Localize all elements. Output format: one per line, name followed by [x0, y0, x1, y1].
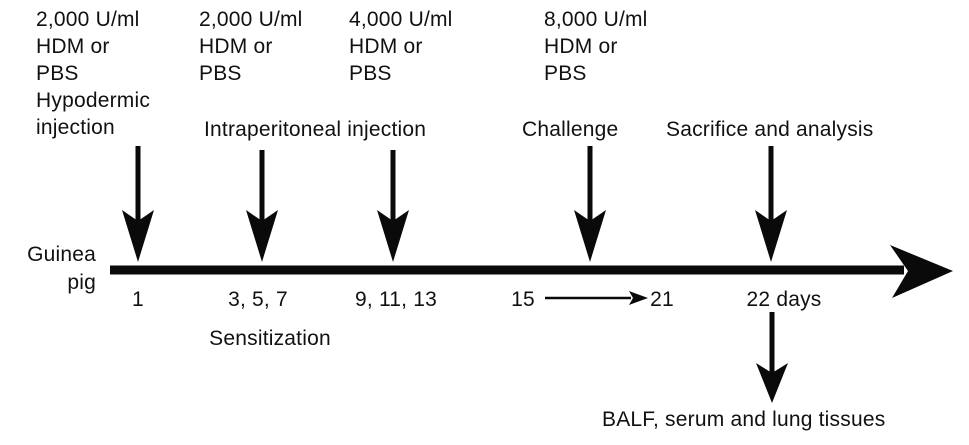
dose-vehicle: PBS [544, 62, 587, 85]
dose-amount: 2,000 U/ml [199, 8, 303, 31]
dose-amount: 4,000 U/ml [349, 8, 453, 31]
dose-agent: HDM or [544, 35, 618, 58]
day-label-22: 22 days [746, 288, 822, 311]
dose-block-day1: 2,000 U/ml HDM or PBS Hypodermic injecti… [36, 6, 150, 141]
dose-block-days357: 2,000 U/ml HDM or PBS [199, 6, 303, 87]
day-label-21: 21 [650, 288, 674, 311]
dose-block-day15: 8,000 U/ml HDM or PBS [544, 6, 648, 87]
event-arrow-sacrifice [755, 146, 787, 262]
dose-agent: HDM or [199, 35, 273, 58]
dose-amount: 2,000 U/ml [36, 8, 140, 31]
intraperitoneal-injection-label: Intraperitoneal injection [204, 118, 427, 141]
timeline-arrowhead-icon [890, 245, 953, 298]
event-arrow-challenge [574, 146, 606, 262]
subject-label-line2: pig [67, 271, 96, 294]
day-label-9-11-13: 9, 11, 13 [355, 288, 437, 311]
subject-label: Guinea pig [6, 241, 96, 297]
sacrifice-analysis-label: Sacrifice and analysis [666, 118, 874, 141]
event-arrow-days357 [246, 150, 278, 262]
dose-block-days91113: 4,000 U/ml HDM or PBS [349, 6, 453, 87]
dose-agent: HDM or [349, 35, 423, 58]
dose-amount: 8,000 U/ml [544, 8, 648, 31]
day15-to-21-arrow [545, 291, 648, 305]
event-arrow-days91113 [377, 150, 409, 262]
dose-vehicle: PBS [36, 62, 79, 85]
dose-route-line1: Hypodermic [36, 89, 151, 112]
dose-vehicle: PBS [349, 62, 392, 85]
event-arrow-day1 [122, 146, 154, 262]
outcome-arrow [756, 312, 788, 403]
dose-agent: HDM or [36, 35, 110, 58]
sensitization-phase-label: Sensitization [209, 327, 331, 350]
challenge-label: Challenge [522, 118, 619, 141]
dose-route-line2: injection [36, 116, 115, 139]
day-label-1: 1 [132, 288, 144, 311]
day-label-15: 15 [511, 288, 535, 311]
subject-label-line1: Guinea [27, 243, 96, 266]
outcome-label: BALF, serum and lung tissues [602, 408, 886, 431]
day-label-3-5-7: 3, 5, 7 [228, 288, 288, 311]
dose-vehicle: PBS [199, 62, 242, 85]
